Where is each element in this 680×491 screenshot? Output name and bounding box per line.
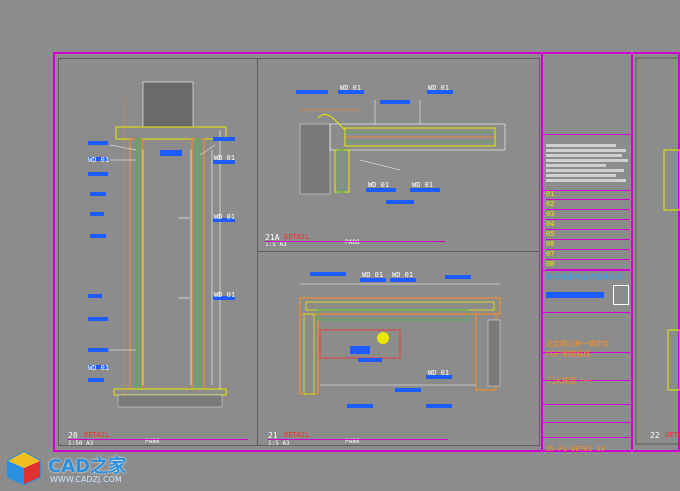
company-logo-icon [613, 285, 629, 305]
tag-label: WD 01 [412, 181, 434, 189]
drawing-sheet-frame [53, 52, 680, 452]
tag-bar [213, 160, 235, 164]
drawing-title: 门大样图（一） [548, 377, 597, 385]
tag-bar [386, 200, 414, 204]
detail-20-scale: 1:50 A3 [68, 440, 94, 447]
tag-label: WD 01 [88, 364, 110, 372]
tag-bar [90, 192, 106, 196]
project-name-en: FG户型精装修 [546, 350, 591, 358]
tag-bar [88, 348, 108, 352]
tag-bar [380, 100, 410, 104]
detail-21-word: DETAIL [284, 431, 310, 439]
tag-label: WD 01 [428, 369, 450, 377]
tag-bar [427, 90, 453, 94]
tag-label: WD 01 [392, 271, 414, 279]
revision-row-number: 02 [546, 200, 630, 210]
cad-logo-icon [7, 450, 41, 486]
tag-bar [390, 278, 416, 282]
detail-20-number: 20 [68, 431, 78, 440]
tag-label: WD 01 [214, 213, 236, 221]
revision-row-number: 05 [546, 230, 630, 240]
tag-bar [347, 404, 373, 408]
tag-bar [358, 358, 382, 362]
company-name: 新天地装饰设计有限公司 [546, 273, 623, 281]
tag-bar [296, 90, 328, 94]
detail-21a-drawing [299, 100, 506, 195]
tag-bar [360, 278, 386, 282]
detail-20-tag: PA88 [145, 438, 160, 445]
detail-21-number: 21 [268, 431, 278, 440]
project-name-cn: 北京顺义第一期住宅 [546, 340, 609, 348]
tag-bar [426, 404, 452, 408]
tag-bar [366, 188, 396, 192]
detail-21-drawing [299, 283, 501, 395]
tag-bar [213, 296, 235, 300]
watermark-brand: CAD之家 [48, 456, 127, 477]
detail-21a-tag: PA88 [345, 239, 360, 246]
tag-bar [310, 272, 346, 276]
tag-label: WD 01 [214, 154, 236, 162]
detail-22-number: 22 [650, 431, 660, 440]
tag-bar [90, 234, 106, 238]
tag-label: WD 01 [340, 84, 362, 92]
tag-bar [88, 157, 108, 161]
tag-bar [88, 365, 108, 369]
revision-table: 01 02 03 04 05 06 07 08 [546, 190, 630, 270]
tag-label: WD 01 [88, 156, 110, 164]
tag-bar [88, 294, 102, 298]
tag-bar [90, 212, 104, 216]
title-block [541, 52, 633, 452]
detail-20-underline [68, 439, 248, 440]
detail-21a-scale: 1:5 A3 [265, 241, 287, 248]
revision-row-number: 06 [546, 240, 630, 250]
tag-bar [410, 188, 440, 192]
tag-bar [88, 378, 104, 382]
detail-22-partial [635, 57, 680, 445]
detail-21a-underline [265, 241, 445, 242]
tag-bar [445, 275, 471, 279]
tag-label: WD 01 [368, 181, 390, 189]
tag-bar [213, 218, 235, 222]
tag-bar [88, 172, 108, 176]
revision-row-number: 08 [546, 260, 630, 270]
tag-bar [213, 137, 235, 141]
revision-row-number: 04 [546, 220, 630, 230]
detail-21-panel [257, 251, 540, 446]
tag-label: WD 01 [428, 84, 450, 92]
tag-label: WD 01 [214, 291, 236, 299]
tag-bar [426, 375, 452, 379]
tag-bar [88, 317, 108, 321]
revision-row-number: 07 [546, 250, 630, 260]
detail-21-scale: 1:5 A3 [268, 440, 290, 447]
revision-row-number: 01 [546, 190, 630, 200]
detail-21a-word: DETAIL [284, 233, 310, 241]
tag-label: WD 01 [362, 271, 384, 279]
detail-21-underline [268, 439, 448, 440]
detail-20-drawing [109, 81, 227, 408]
detail-22-word: DETAIL [665, 431, 680, 439]
title-block-notes [546, 142, 630, 184]
revision-row-number: 03 [546, 210, 630, 220]
detail-21a-number: 21A [265, 233, 280, 242]
watermark: CAD之家 WWW.CADZJ.COM [0, 448, 200, 491]
tag-bar [88, 141, 108, 145]
tag-bar [395, 388, 421, 392]
detail-21-tag: PA88 [345, 438, 360, 445]
detail-20-word: DETAIL [84, 431, 110, 439]
company-logo-bar [546, 292, 604, 298]
watermark-url: WWW.CADZJ.COM [50, 475, 122, 484]
tag-bar [338, 90, 364, 94]
drawing-number: ZS-FG-DET01 33 [546, 445, 606, 453]
